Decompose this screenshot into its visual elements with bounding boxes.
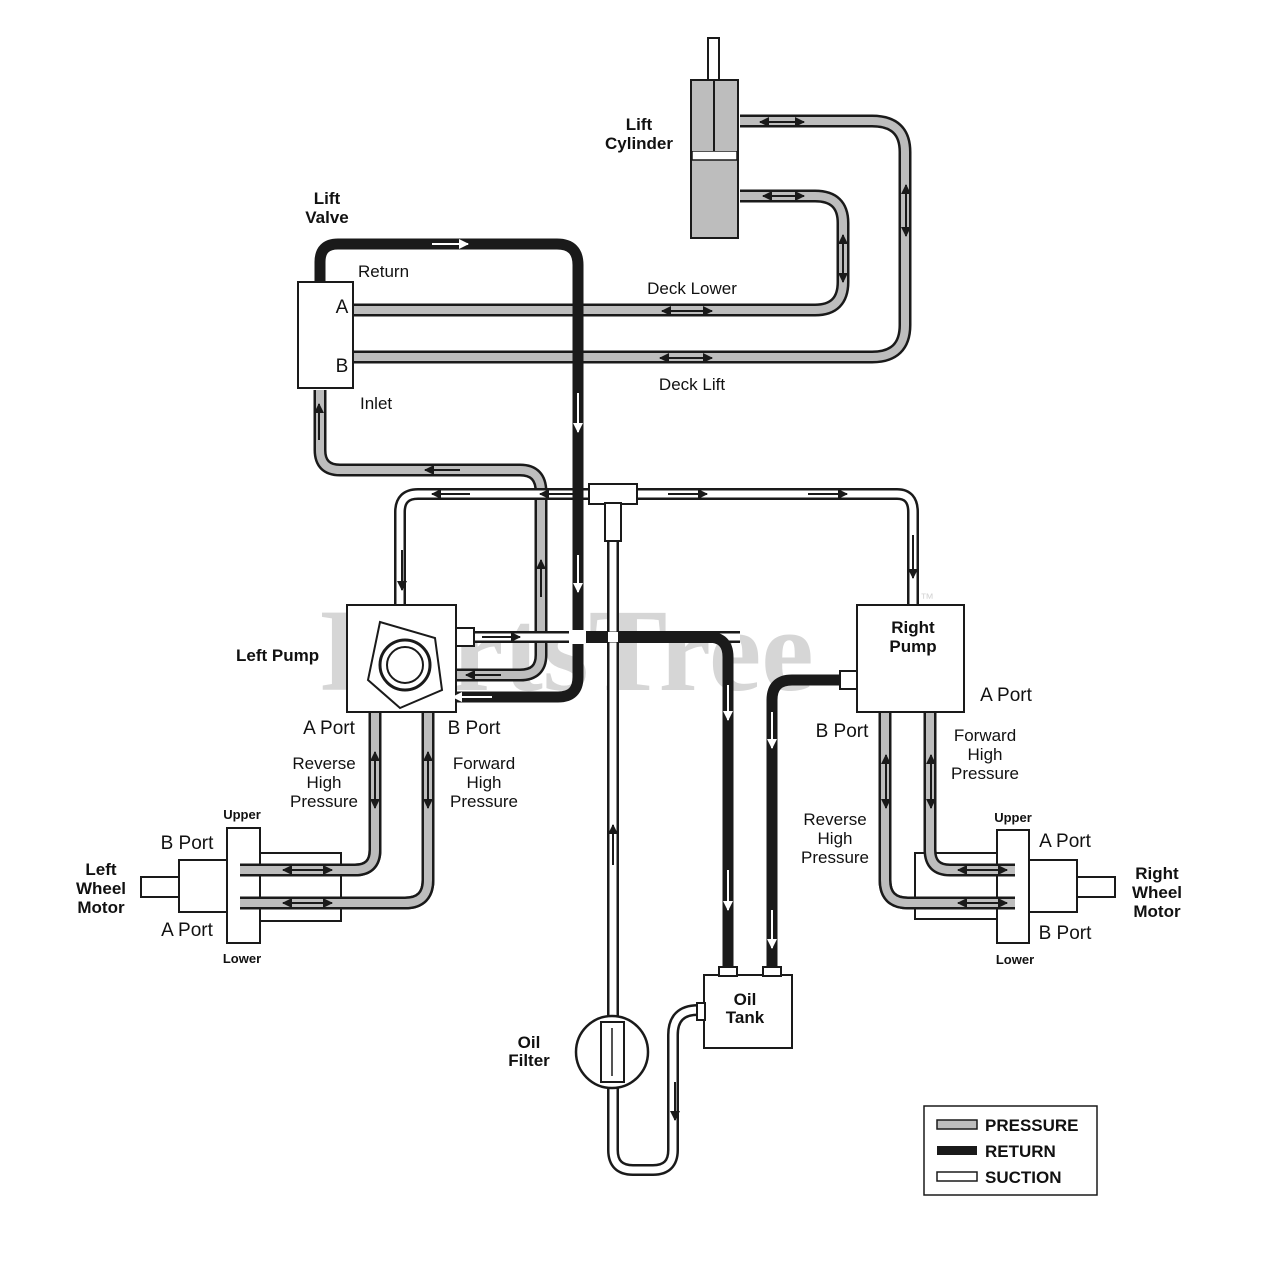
right-motor-a-port: A Port	[1039, 831, 1091, 852]
labels: Lift Cylinder Lift Valve A B Return Inle…	[76, 115, 1182, 1070]
right-forward-label-1: Forward	[954, 726, 1016, 745]
lift-cylinder	[690, 37, 739, 239]
oil-filter-label-1: Oil	[518, 1033, 541, 1052]
deck-lower-line	[353, 189, 850, 317]
right-reverse-label-2: High	[818, 829, 853, 848]
left-forward-label-1: Forward	[453, 754, 515, 773]
lift-valve-port-a: A	[336, 297, 349, 318]
lift-cylinder-label-2: Cylinder	[605, 134, 673, 153]
return-rightpump-to-tank	[766, 674, 845, 972]
return-lines	[314, 238, 845, 972]
legend-pressure-label: PRESSURE	[985, 1116, 1079, 1135]
right-reverse-label-1: Reverse	[803, 810, 866, 829]
right-forward-label-3: Pressure	[951, 764, 1019, 783]
left-motor-upper: Upper	[223, 807, 261, 822]
right-reverse-label-3: Pressure	[801, 848, 869, 867]
left-motor-lower: Lower	[223, 951, 261, 966]
oil-tank	[696, 966, 793, 1049]
oil-filter	[574, 1014, 650, 1090]
legend-suction-label: SUCTION	[985, 1168, 1062, 1187]
deck-lift-label: Deck Lift	[659, 375, 725, 394]
lift-valve-label-1: Lift	[314, 189, 341, 208]
right-motor-label-1: Right	[1135, 864, 1179, 883]
flow-arrows	[282, 117, 1008, 1121]
return-valve-line	[314, 238, 584, 703]
left-motor-label-2: Wheel	[76, 879, 126, 898]
left-motor-label-3: Motor	[77, 898, 125, 917]
right-forward-label-2: High	[968, 745, 1003, 764]
right-pump-label-1: Right	[891, 618, 935, 637]
left-pump	[346, 604, 475, 713]
legend-return-swatch	[937, 1146, 977, 1155]
legend-return-label: RETURN	[985, 1142, 1056, 1161]
left-forward-label-2: High	[467, 773, 502, 792]
return-pump-to-tank	[585, 631, 734, 972]
watermark-trademark: ™	[920, 590, 934, 606]
lift-cylinder-label-1: Lift	[626, 115, 653, 134]
right-motor-label-3: Motor	[1133, 902, 1181, 921]
lift-valve-label-2: Valve	[305, 208, 349, 227]
right-pump-a-port: A Port	[980, 685, 1032, 706]
oil-tank-label-2: Tank	[726, 1008, 765, 1027]
right-pump-label-2: Pump	[889, 637, 936, 656]
lift-valve	[297, 281, 354, 389]
left-reverse-label-2: High	[307, 773, 342, 792]
legend-pressure-swatch	[936, 1119, 978, 1130]
left-motor-label-1: Left	[85, 860, 117, 879]
legend: PRESSURE RETURN SUCTION	[923, 1105, 1098, 1196]
right-motor-b-port: B Port	[1039, 923, 1093, 944]
left-pump-b-port: B Port	[448, 718, 502, 739]
right-motor-lower: Lower	[996, 952, 1034, 967]
tee-fitting	[588, 483, 638, 505]
right-pump-b-port: B Port	[816, 721, 870, 742]
left-pump-label: Left Pump	[236, 646, 319, 665]
left-motor-a-port: A Port	[161, 920, 213, 941]
right-wheel-motor	[878, 829, 1116, 944]
right-motor-label-2: Wheel	[1132, 883, 1182, 902]
right-motor-upper: Upper	[994, 810, 1032, 825]
oil-tank-label-1: Oil	[734, 990, 757, 1009]
lift-valve-port-b: B	[336, 356, 349, 377]
left-pump-a-port: A Port	[303, 718, 355, 739]
inlet-label: Inlet	[360, 394, 392, 413]
left-reverse-label-3: Pressure	[290, 792, 358, 811]
legend-suction-swatch	[936, 1171, 978, 1182]
left-reverse-label-1: Reverse	[292, 754, 355, 773]
pressure-lines	[240, 114, 1015, 910]
deck-lower-label: Deck Lower	[647, 279, 737, 298]
left-wheel-motor	[140, 827, 435, 944]
left-forward-label-3: Pressure	[450, 792, 518, 811]
right-pump	[839, 604, 965, 713]
oil-filter-label-2: Filter	[508, 1051, 550, 1070]
left-motor-b-port: B Port	[161, 833, 215, 854]
return-label: Return	[358, 262, 409, 281]
